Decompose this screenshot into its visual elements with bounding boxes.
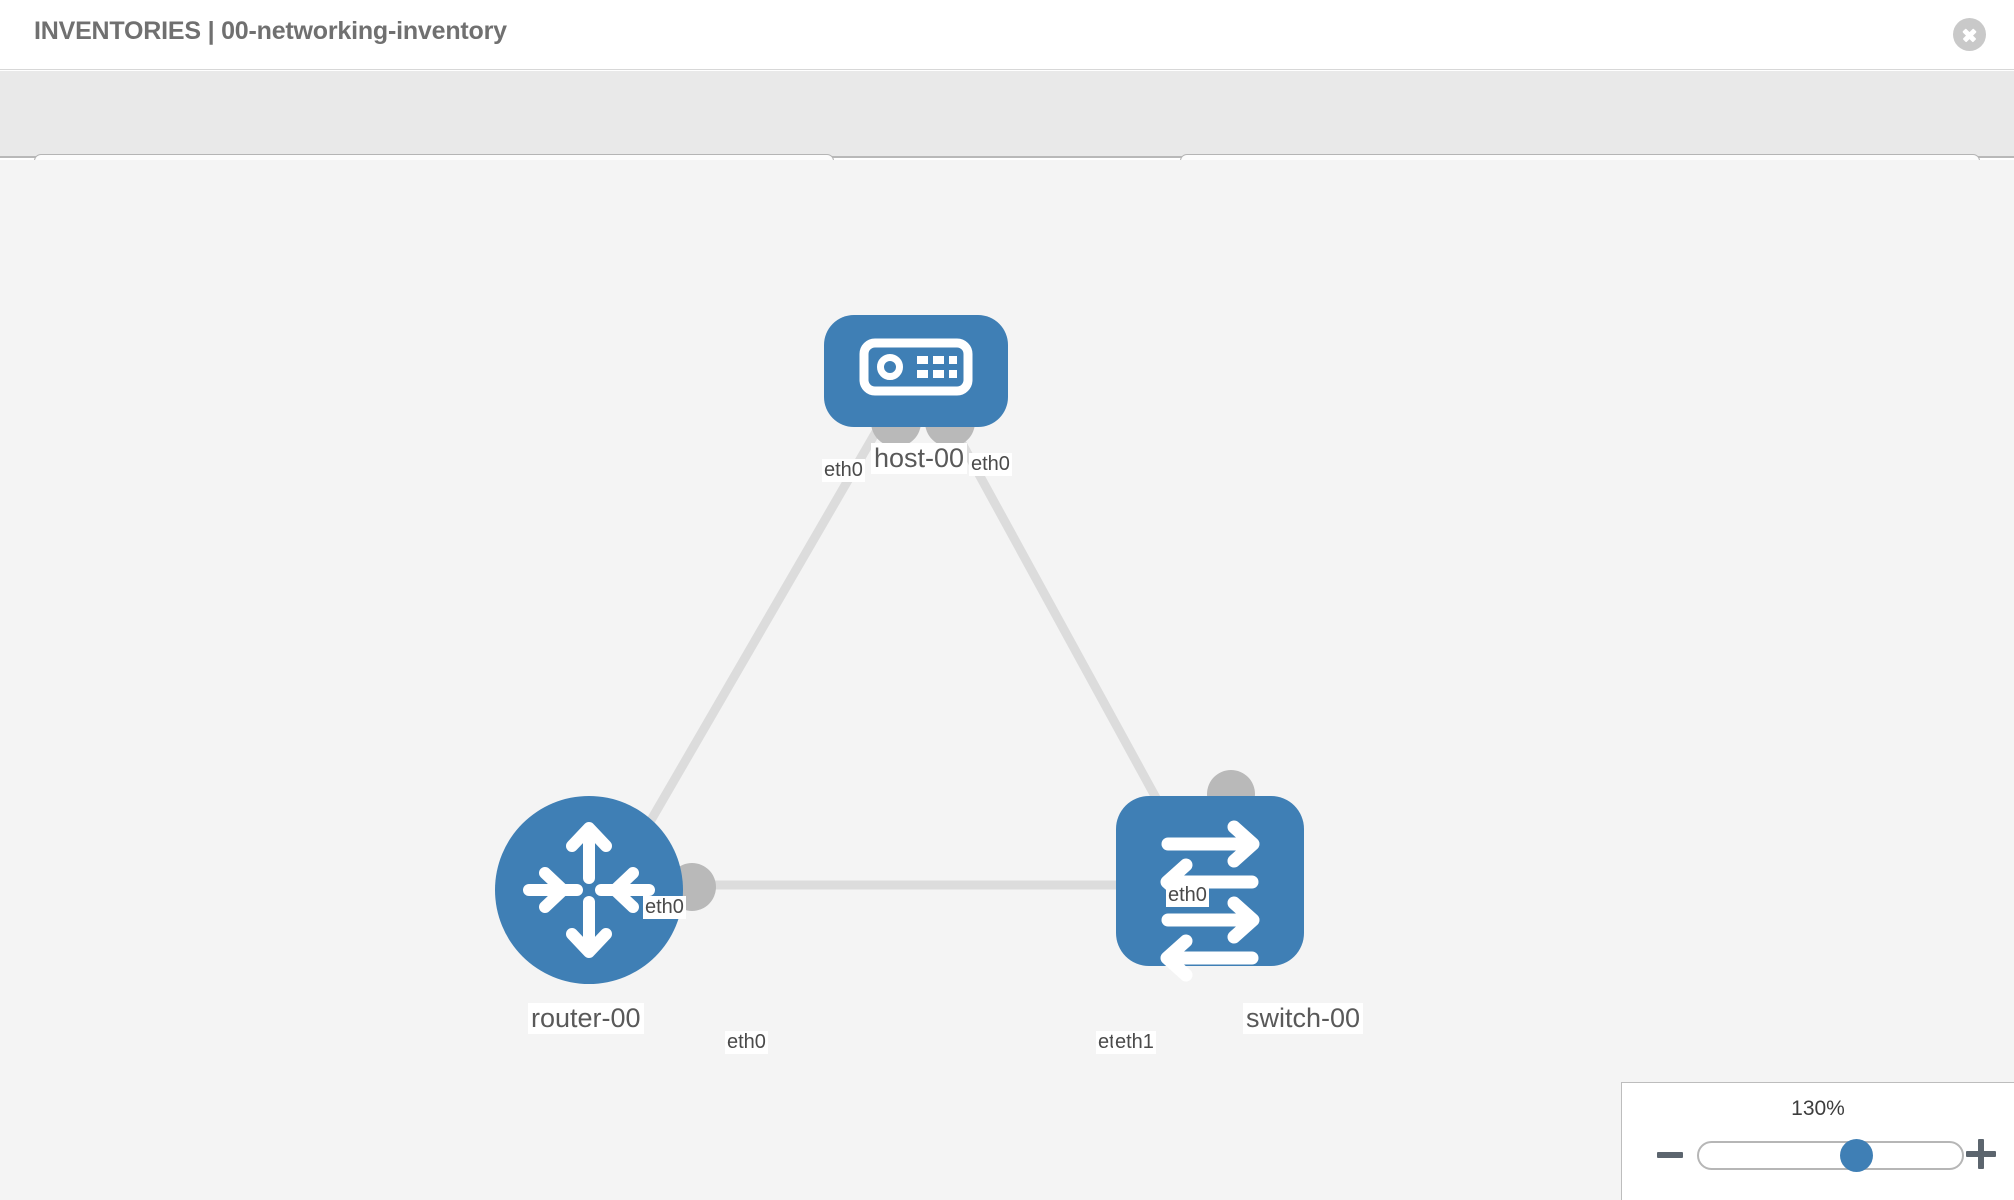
node-switch-00: [1116, 796, 1304, 982]
edge-label-host00-router00-near: eth0: [822, 459, 865, 482]
node-label-switch-00: switch-00: [1243, 1003, 1364, 1035]
node-label-router-00: router-00: [528, 1003, 644, 1035]
node-host-00: [824, 315, 1008, 427]
node-label-host-00: host-00: [871, 443, 968, 475]
zoom-slider-thumb[interactable]: [1840, 1139, 1874, 1172]
edge-label-router00-switch00-far: eth1: [1113, 1031, 1156, 1054]
node-router-00: [495, 796, 683, 984]
topology-graph: [495, 315, 1304, 984]
close-icon[interactable]: [1953, 18, 1986, 51]
server-icon: [859, 338, 973, 396]
toolbar: ACTIONS SEARCH: [0, 71, 2014, 206]
edge-label-router00-switch00-near: eth0: [725, 1031, 768, 1054]
page-title: INVENTORIES | 00-networking-inventory: [34, 17, 507, 45]
edge-label-host00-router00-far: eth0: [643, 896, 686, 919]
router-arrows-icon: [523, 822, 655, 958]
zoom-level-value: 130%: [1791, 1097, 1845, 1120]
minus-icon[interactable]: [1656, 1141, 1684, 1169]
window-header: INVENTORIES | 00-networking-inventory: [0, 0, 2014, 70]
zoom-control-panel: 130%: [1621, 1082, 2014, 1200]
link-layer: [621, 422, 1200, 890]
edge-label-host00-switch00-far: eth0: [1166, 884, 1209, 907]
link-host00-switch00: [948, 422, 1194, 863]
close-x-glyph: [1953, 18, 1986, 51]
edge-label-host00-switch00-near: eth0: [969, 453, 1012, 476]
plus-icon[interactable]: [1966, 1139, 1996, 1169]
link-host00-router00: [621, 422, 884, 868]
topology-canvas[interactable]: host-00 router-00 switch-00 eth0 eth0 et…: [0, 160, 2014, 1200]
zoom-slider[interactable]: [1697, 1139, 1964, 1172]
